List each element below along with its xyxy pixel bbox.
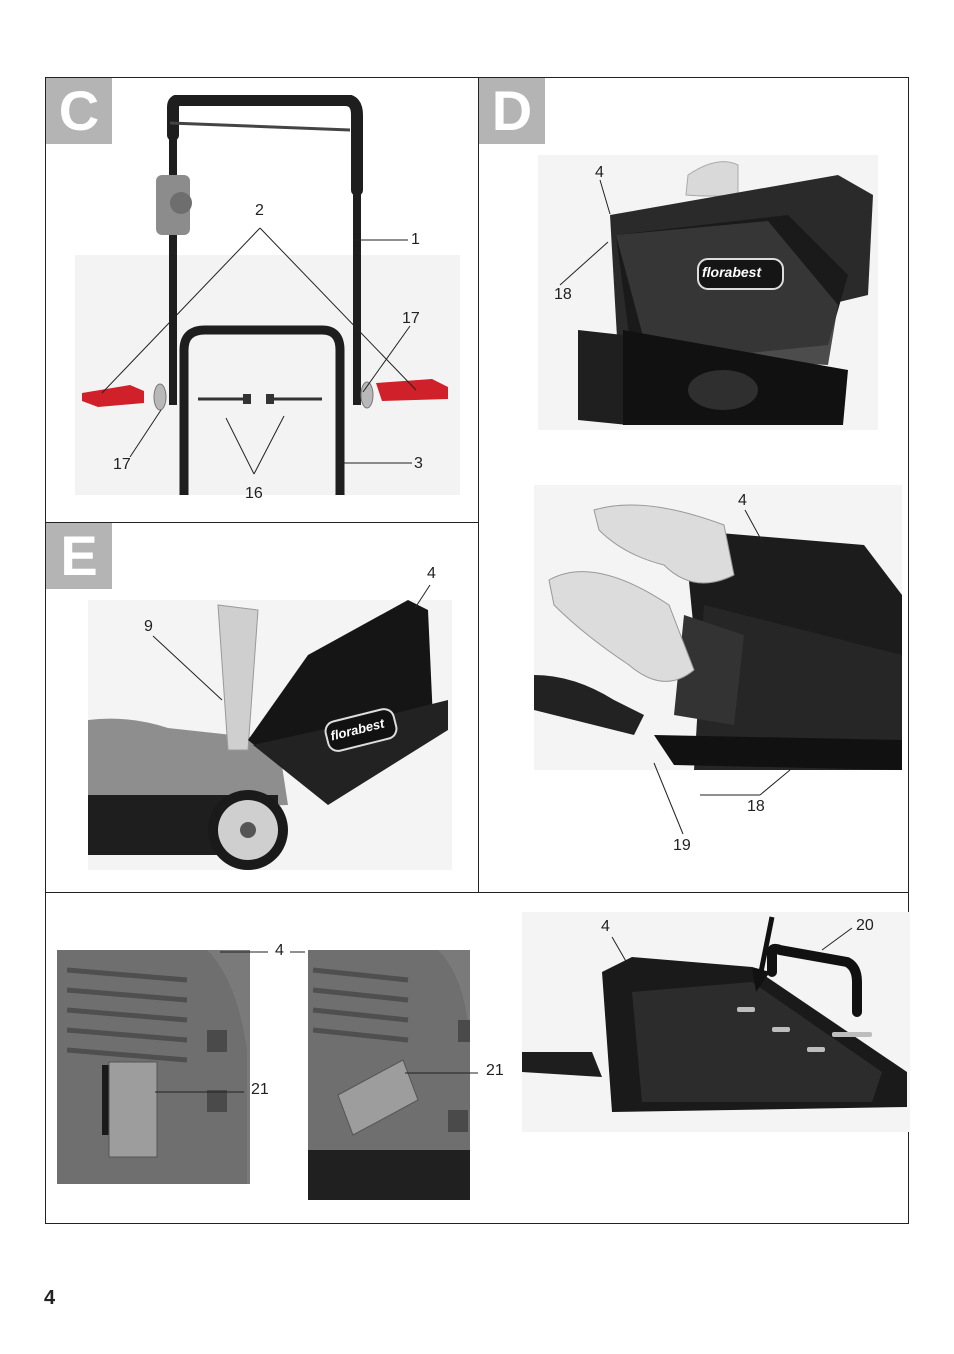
panel-d-frame [478, 77, 909, 893]
callout-4-e: 4 [427, 565, 436, 582]
callout-4-d-top: 4 [595, 164, 604, 181]
callout-9: 9 [144, 618, 153, 635]
callout-17-left: 17 [113, 456, 131, 473]
bag-flap-closed-illustration [308, 950, 470, 1200]
callout-4-bottom-left: 4 [275, 942, 284, 959]
bag-clip-illustration [534, 485, 902, 770]
callout-18-d-bottom: 18 [747, 798, 765, 815]
mower-with-bag-illustration [88, 600, 452, 870]
callout-2: 2 [255, 202, 264, 219]
callout-16: 16 [245, 485, 263, 502]
callout-19: 19 [673, 837, 691, 854]
logo-florabest-d1: florabest [702, 264, 762, 280]
grass-bag-assembly-illustration [538, 155, 878, 430]
page-number: 4 [44, 1287, 56, 1309]
bag-handle-illustration [522, 912, 910, 1132]
callout-20: 20 [856, 917, 874, 934]
callout-4-d-bottom: 4 [738, 492, 747, 509]
callout-3: 3 [414, 455, 423, 472]
handle-assembly-illustration [75, 95, 460, 495]
callout-18-d-top: 18 [554, 286, 572, 303]
callout-17-right: 17 [402, 310, 420, 327]
callout-4-bottom-right: 4 [601, 918, 610, 935]
panel-c-badge: C [46, 78, 112, 144]
panel-e-badge: E [46, 523, 112, 589]
bag-flap-open-illustration [57, 950, 250, 1184]
callout-21-right: 21 [486, 1062, 504, 1079]
panel-d-badge: D [479, 78, 545, 144]
callout-1: 1 [411, 231, 420, 248]
callout-21-left: 21 [251, 1081, 269, 1098]
